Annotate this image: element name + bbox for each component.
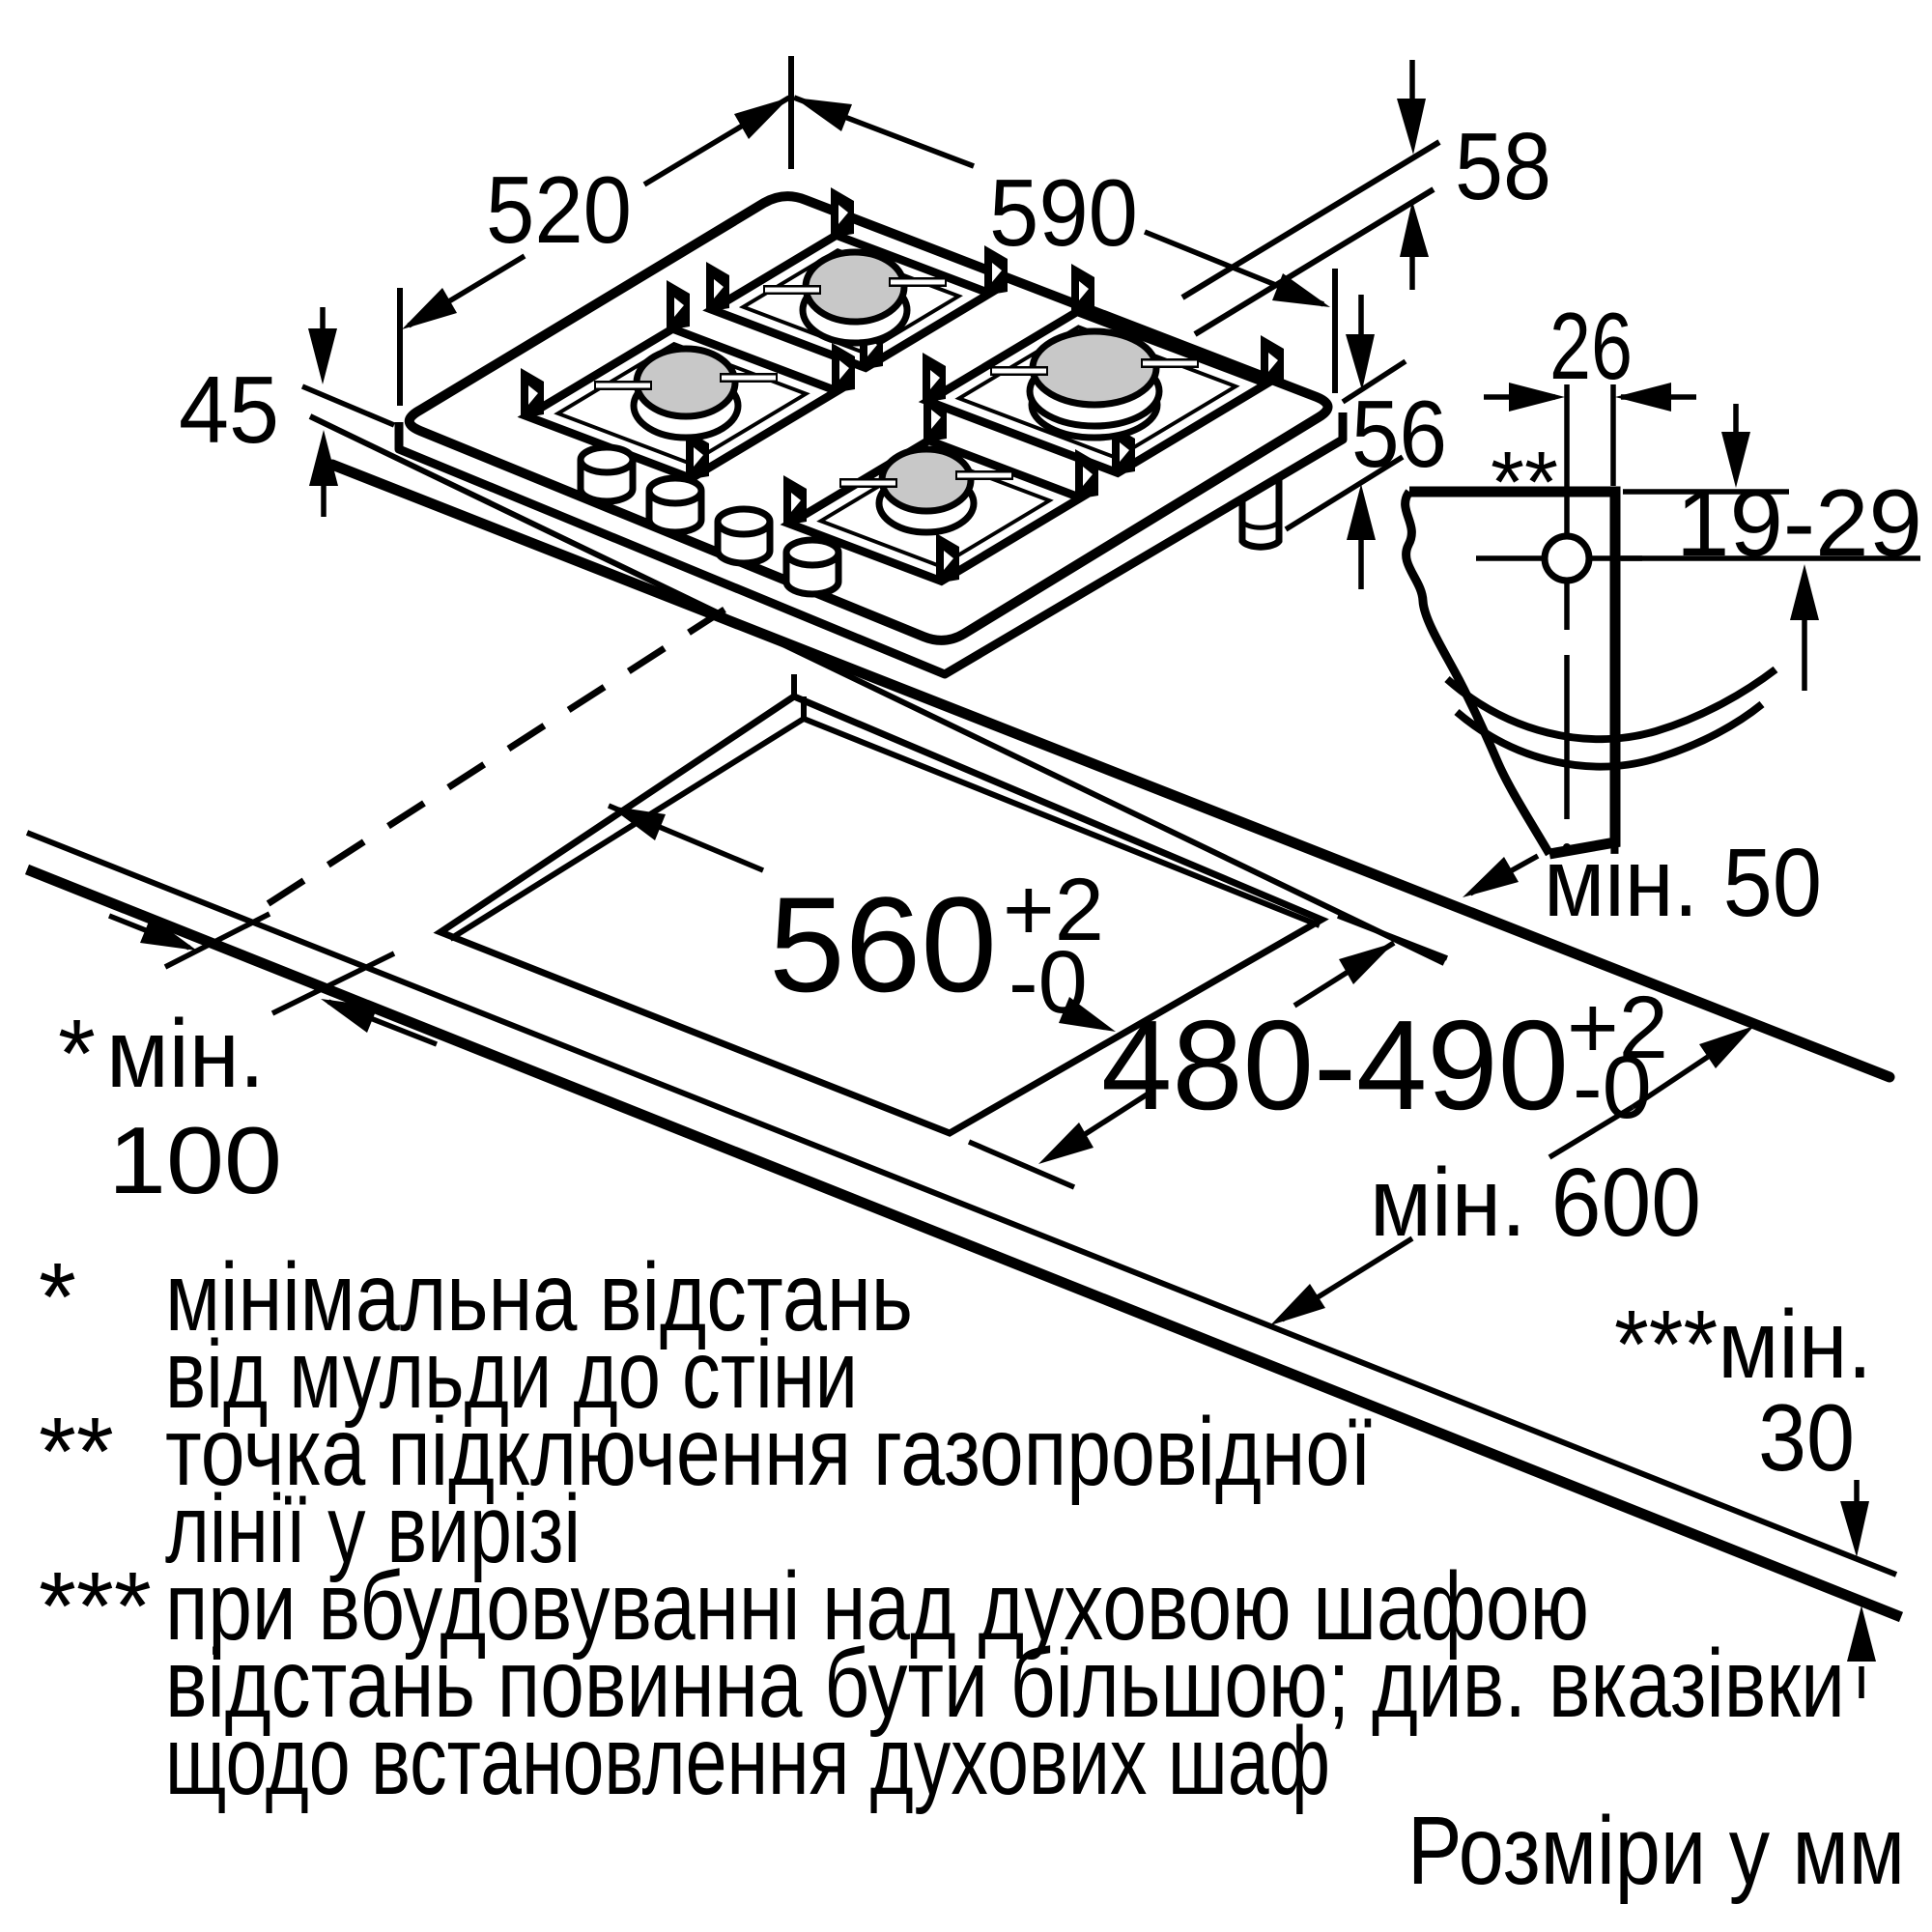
svg-text:від мульди до стіни: від мульди до стіни [165, 1321, 858, 1429]
svg-text:точка підключення газопровідно: точка підключення газопровідної [165, 1398, 1372, 1506]
svg-text:-0: -0 [1009, 933, 1088, 1032]
svg-text:19-29: 19-29 [1676, 469, 1922, 576]
svg-text:-0: -0 [1573, 1038, 1652, 1137]
svg-text:56: 56 [1351, 381, 1447, 487]
svg-text:+2: +2 [1003, 861, 1104, 959]
svg-text:*: * [39, 1243, 76, 1351]
svg-text:480-490: 480-490 [1101, 994, 1569, 1136]
svg-text:30: 30 [1758, 1384, 1855, 1491]
svg-text:при вбудовуванні над духовою ш: при вбудовуванні над духовою шафою [165, 1552, 1589, 1661]
svg-text:відстань повинна бути більшою;: відстань повинна бути більшою; див. вказ… [165, 1630, 1845, 1738]
svg-text:мінімальна відстань: мінімальна відстань [165, 1243, 913, 1351]
svg-text:**: ** [39, 1398, 114, 1506]
svg-text:520: 520 [486, 156, 632, 263]
svg-text:58: 58 [1455, 113, 1551, 219]
svg-text:***мін.: ***мін. [1614, 1291, 1872, 1399]
svg-text:мін.: мін. [106, 1000, 265, 1108]
svg-text:26: 26 [1549, 293, 1633, 399]
svg-text:100: 100 [108, 1107, 282, 1213]
svg-text:+2: +2 [1567, 979, 1668, 1077]
svg-text:**: ** [1491, 435, 1558, 531]
svg-text:***: *** [39, 1552, 152, 1661]
svg-text:590: 590 [989, 159, 1138, 266]
svg-text:лінії у вирізі: лінії у вирізі [165, 1475, 581, 1583]
svg-text:мін. 50: мін. 50 [1544, 829, 1822, 937]
svg-text:Розміри у мм: Розміри у мм [1407, 1797, 1905, 1905]
svg-text:45: 45 [179, 356, 279, 463]
svg-text:щодо встановлення духових шаф: щодо встановлення духових шаф [165, 1707, 1330, 1815]
svg-text:*: * [58, 1000, 96, 1108]
svg-text:560: 560 [769, 868, 997, 1020]
svg-text:мін. 600: мін. 600 [1370, 1149, 1701, 1257]
